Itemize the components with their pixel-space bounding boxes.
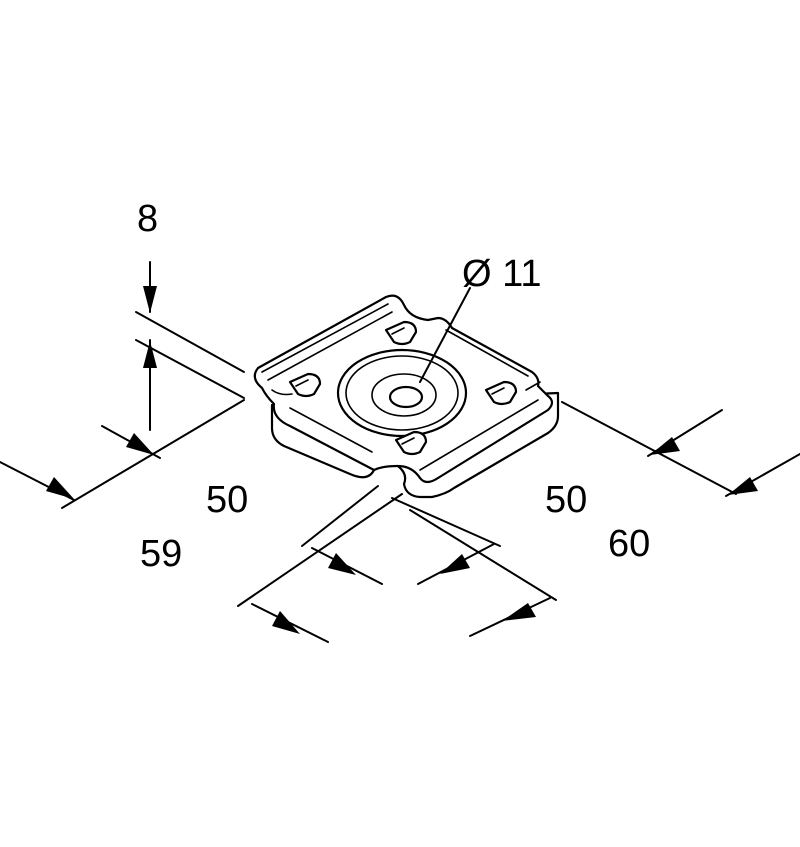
dimension-left: 50 59: [0, 399, 248, 575]
label-hole-diameter: Ø 11: [462, 253, 542, 295]
label-right-inner: 50: [545, 479, 587, 521]
arrow-thickness-top: [143, 286, 157, 313]
slot-bottom: [394, 430, 428, 456]
arrow-right-outer: [728, 477, 758, 495]
slot-top: [384, 320, 418, 346]
arrow-bottom-outer-right: [502, 603, 536, 621]
arrow-thickness-bottom: [143, 341, 157, 368]
plate-back-right-edge: [445, 329, 529, 377]
dimension-right: 50 60: [545, 401, 800, 565]
arrow-left-outer: [46, 477, 74, 499]
center-hole: [336, 348, 468, 438]
arrow-right-inner: [650, 437, 680, 455]
arrow-bottom-inner-right: [440, 554, 470, 574]
slot-right: [484, 380, 518, 406]
arrow-left-inner: [126, 433, 154, 455]
dimension-thickness: 8: [135, 198, 245, 431]
label-right-outer: 60: [608, 523, 650, 565]
dimension-bottom: [237, 485, 557, 643]
mounting-plate: [253, 294, 560, 499]
dimension-hole: Ø 11: [419, 253, 542, 383]
slot-left: [288, 372, 322, 398]
plate-back-left-edge: [261, 303, 389, 373]
label-left-outer: 59: [140, 533, 182, 575]
arrow-bottom-outer-left: [272, 611, 300, 634]
label-left-inner: 50: [206, 479, 248, 521]
label-thickness: 8: [137, 198, 158, 240]
arrow-bottom-inner-left: [328, 553, 356, 575]
